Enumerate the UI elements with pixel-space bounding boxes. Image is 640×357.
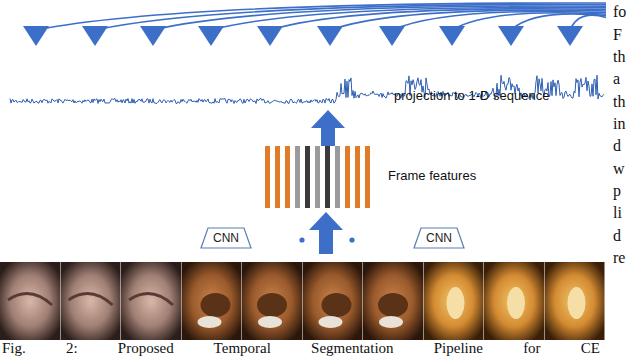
lesion: [322, 293, 352, 317]
lumen: [568, 287, 586, 319]
frame-image: [242, 262, 302, 340]
feature-stripe: [315, 146, 320, 208]
body-text-fragment: li: [613, 204, 622, 222]
feature-stripe: [275, 146, 280, 208]
body-text-fragment: p: [613, 182, 621, 200]
cnn-block: CNN: [413, 227, 465, 249]
lesion: [258, 316, 282, 328]
frame-image: [303, 262, 363, 340]
figure-caption: Fig. 2: Proposed Temporal Segmentation P…: [2, 340, 600, 356]
body-text-fragment: d: [613, 137, 621, 155]
arrow-head: [257, 26, 283, 46]
arc-line: [95, 4, 606, 30]
body-text-fragment: F: [613, 26, 622, 44]
arrow-head: [557, 26, 583, 46]
lesion: [319, 316, 343, 328]
lesion: [201, 293, 231, 317]
frame-image: [545, 262, 605, 340]
lumen: [507, 287, 525, 319]
feature-stripe: [295, 146, 300, 208]
frame-feature-stripes: [265, 146, 370, 208]
fold: [129, 294, 173, 305]
fold: [69, 294, 113, 305]
arrow-head: [498, 26, 524, 46]
feedback-arrows: [23, 3, 606, 46]
body-text-fragment: a: [613, 70, 620, 88]
body-text-fragment: th: [613, 93, 625, 111]
arrow-head: [82, 26, 108, 46]
up-arrow: [309, 212, 343, 254]
ellipsis-dot: [299, 237, 304, 242]
feature-stripe: [345, 146, 350, 208]
body-text-fragment: re: [613, 249, 625, 267]
arrow-head: [140, 26, 166, 46]
lesion: [198, 316, 222, 328]
frame-image: [484, 262, 544, 340]
lesion: [257, 293, 287, 317]
feature-stripe: [305, 146, 310, 208]
frame-image: [0, 262, 60, 340]
arc-line: [452, 13, 606, 30]
capsule-frames: [0, 262, 605, 340]
axis-label: projection to 1-D sequence: [394, 89, 549, 103]
feature-stripe: [335, 146, 340, 208]
lesion: [378, 293, 408, 317]
feature-label: Frame features: [388, 169, 476, 183]
signal-trace: [10, 75, 604, 103]
block-label: CNN: [200, 231, 252, 245]
arrow-head: [317, 26, 343, 46]
frame-image: [182, 262, 242, 340]
body-text-fragment: in: [613, 115, 625, 133]
body-text-fragment: d: [613, 227, 621, 245]
feature-stripe: [355, 146, 360, 208]
frame-image: [424, 262, 484, 340]
arrow-head: [23, 26, 49, 46]
arc-line: [36, 3, 606, 30]
frame-image: [363, 262, 423, 340]
feature-stripe: [285, 146, 290, 208]
frame-image: [121, 262, 181, 340]
arrow-head: [198, 26, 224, 46]
lesion: [379, 316, 403, 328]
block-label: CNN: [413, 231, 465, 245]
feature-stripe: [325, 146, 330, 208]
ellipsis-dot: [349, 237, 354, 242]
arrow-head: [379, 26, 405, 46]
up-arrow: [311, 110, 345, 146]
arrow-head: [439, 26, 465, 46]
body-text-fragment: fo: [613, 3, 626, 21]
body-text-fragment: th: [613, 48, 625, 66]
feature-stripe: [265, 146, 270, 208]
lumen: [447, 287, 465, 319]
body-text-fragment: w: [613, 160, 625, 178]
fold: [8, 294, 52, 305]
cnn-block: CNN: [200, 227, 252, 249]
frame-image: [61, 262, 121, 340]
feature-stripe: [365, 146, 370, 208]
